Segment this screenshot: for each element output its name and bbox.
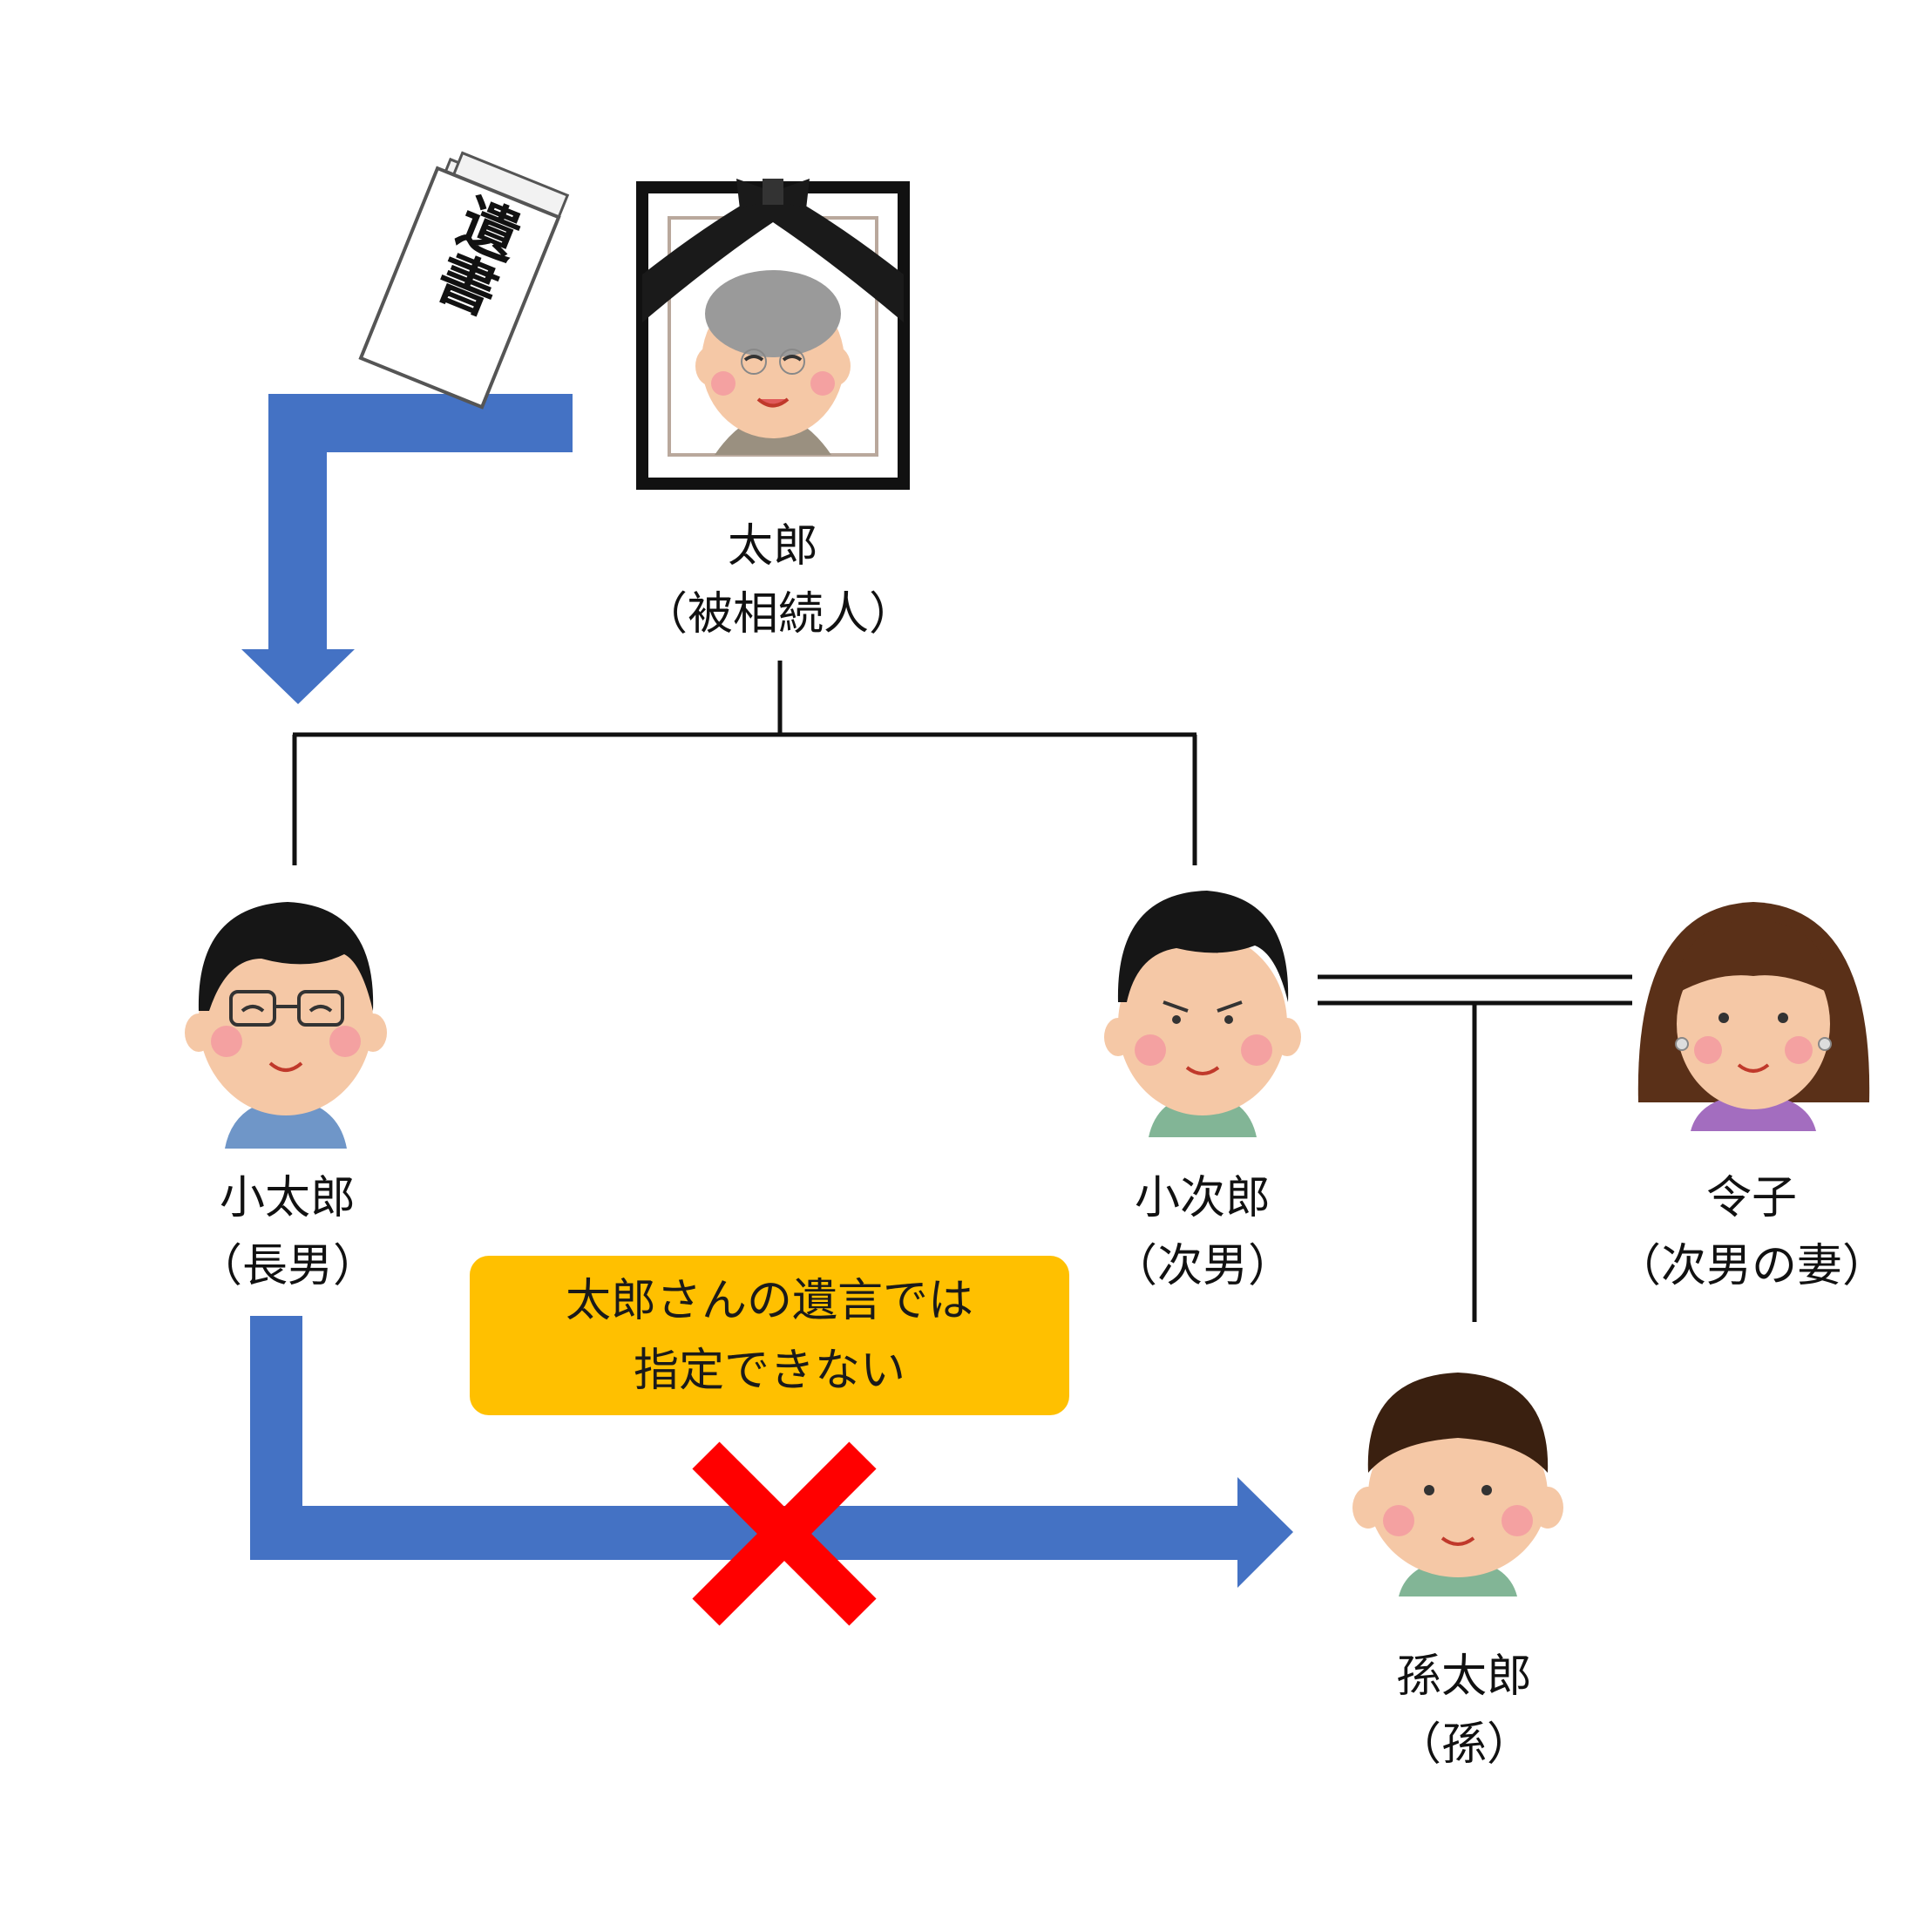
boy-icon	[1104, 891, 1301, 1137]
deceased-label: 太郎 （被相続人）	[642, 512, 915, 648]
woman-icon	[1637, 902, 1870, 1131]
second-son-label: 小次郎 （次男）	[1072, 1164, 1333, 1300]
wife-name: 令子	[1705, 1172, 1797, 1224]
cross-mark-icon	[692, 1441, 877, 1626]
will-document-icon: 遺書	[358, 151, 570, 410]
callout-line-1: 太郎さんの遺言では	[565, 1274, 973, 1327]
first-son-name: 小太郎	[219, 1172, 356, 1224]
memorial-portrait-icon	[636, 179, 910, 490]
callout-box: 太郎さんの遺言では 指定できない	[470, 1256, 1069, 1415]
family-tree-lines	[292, 661, 1632, 1322]
glasses-boy-icon	[185, 902, 387, 1149]
bequest-arrow	[250, 1316, 1293, 1588]
child-icon	[1352, 1373, 1563, 1596]
grandson-role: （孫）	[1395, 1718, 1532, 1771]
grandson-name: 孫太郎	[1395, 1651, 1532, 1703]
wife-label: 令子 （次男の妻）	[1595, 1164, 1908, 1300]
second-son-role: （次男）	[1111, 1240, 1293, 1292]
deceased-name: 太郎	[727, 520, 818, 573]
wife-role: （次男の妻）	[1615, 1240, 1888, 1292]
will-arrow	[241, 394, 573, 704]
first-son-label: 小太郎 （長男）	[157, 1164, 418, 1300]
grandson-label: 孫太郎 （孫）	[1333, 1643, 1595, 1779]
deceased-role: （被相続人）	[642, 588, 915, 641]
callout-line-2: 指定できない	[633, 1344, 905, 1397]
first-son-role: （長男）	[196, 1240, 378, 1292]
second-son-name: 小次郎	[1134, 1172, 1271, 1224]
